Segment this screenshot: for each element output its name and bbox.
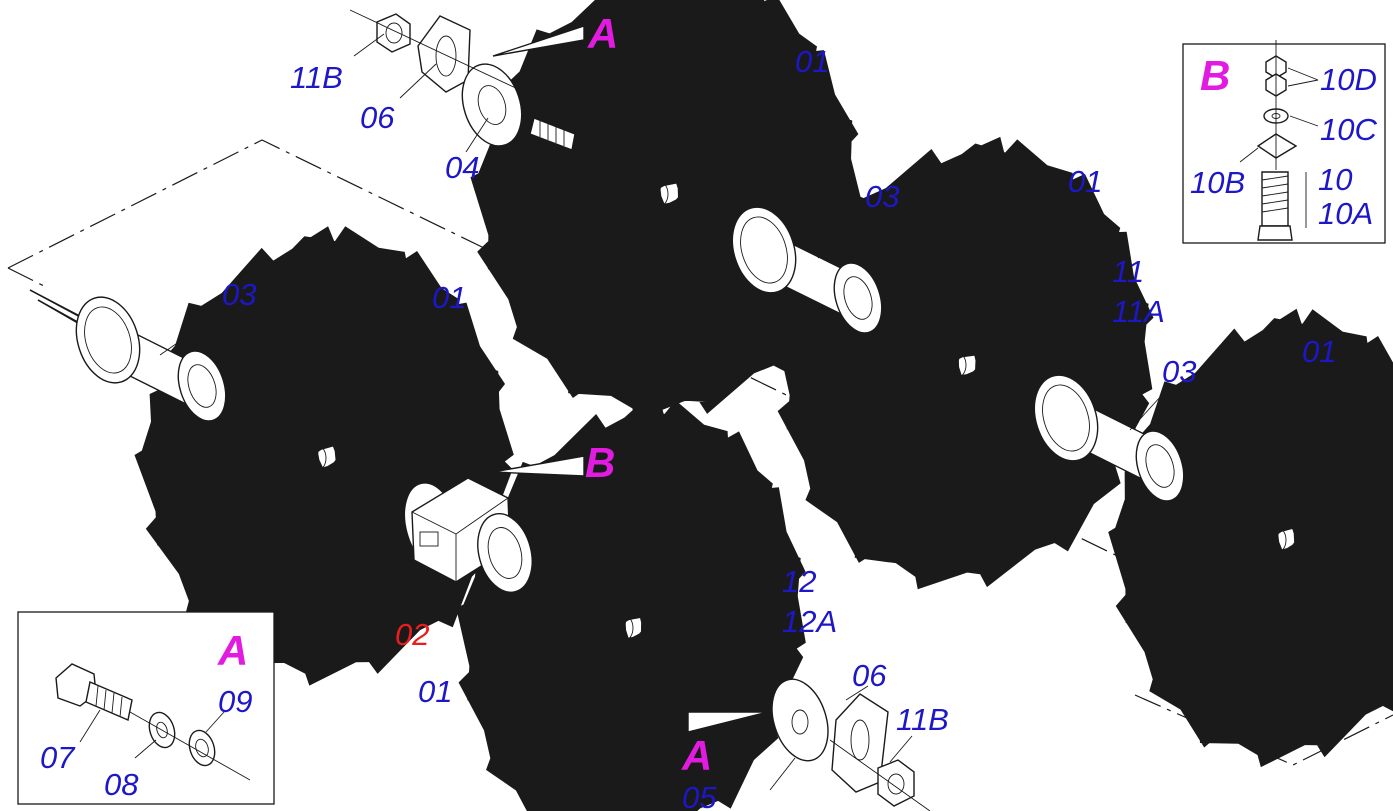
detail-arrows bbox=[492, 25, 769, 733]
disc-far-right bbox=[1183, 404, 1390, 665]
detail-a-part-07: 07 bbox=[40, 740, 76, 775]
label-bearing: 02 bbox=[395, 617, 429, 652]
label-spacer-left: 03 bbox=[222, 277, 256, 312]
label-end-plate-top: 04 bbox=[445, 150, 479, 185]
label-disc-right: 01 bbox=[1068, 164, 1102, 199]
bearing-housing bbox=[403, 477, 533, 593]
detail-b-part-10a: 10A bbox=[1318, 196, 1373, 231]
part-labels: 11B 06 04 A 01 03 01 11 11A 03 01 03 01 … bbox=[222, 10, 1336, 811]
detail-a-part-09: 09 bbox=[218, 684, 252, 719]
label-detail-a-bottom: A bbox=[681, 732, 712, 779]
label-cover-top: 06 bbox=[360, 100, 395, 135]
detail-a-title: A bbox=[217, 627, 248, 674]
disc-right bbox=[846, 221, 1090, 500]
label-shaft-bottom-a: 12 bbox=[782, 564, 816, 599]
detail-b-part-10c: 10C bbox=[1320, 112, 1377, 147]
label-spacer-top: 03 bbox=[865, 179, 899, 214]
detail-b-part-10b: 10B bbox=[1190, 165, 1245, 200]
label-nut-bottom: 11B bbox=[896, 702, 949, 737]
top-hardware bbox=[349, 9, 576, 151]
label-shaft-top-b: 11A bbox=[1112, 294, 1165, 329]
spacer-right bbox=[1033, 374, 1185, 502]
label-cover-bottom: 06 bbox=[852, 658, 887, 693]
label-detail-a-top: A bbox=[587, 10, 618, 57]
spacer-left bbox=[75, 296, 227, 422]
disc-top bbox=[552, 54, 789, 323]
detail-b-part-10: 10 bbox=[1318, 162, 1352, 197]
label-disc-top: 01 bbox=[795, 44, 829, 79]
label-detail-b-mid: B bbox=[585, 439, 615, 486]
detail-a-box: A 07 08 09 bbox=[17, 611, 275, 805]
disc-bottom bbox=[523, 488, 745, 759]
label-nut-top: 11B bbox=[290, 60, 343, 95]
detail-b-part-10d: 10D bbox=[1320, 62, 1377, 97]
disc-left bbox=[221, 324, 435, 580]
spacer-top bbox=[731, 206, 883, 334]
label-disc-left: 01 bbox=[432, 280, 466, 315]
detail-b-box: B 10D 10C 10B 10 10A bbox=[1182, 40, 1386, 244]
shaft-lines-front bbox=[29, 209, 1393, 729]
label-end-plate-bottom: 05 bbox=[682, 780, 717, 811]
label-spacer-right: 03 bbox=[1162, 354, 1196, 389]
detail-a-part-08: 08 bbox=[104, 767, 139, 802]
label-disc-bottom: 01 bbox=[418, 674, 452, 709]
leader-lines bbox=[159, 33, 1321, 791]
bottom-hardware bbox=[699, 677, 931, 811]
label-shaft-bottom-b: 12A bbox=[782, 604, 837, 639]
detail-b-title: B bbox=[1200, 52, 1230, 99]
label-shaft-top-a: 11 bbox=[1112, 254, 1144, 289]
label-disc-far-right: 01 bbox=[1302, 334, 1336, 369]
